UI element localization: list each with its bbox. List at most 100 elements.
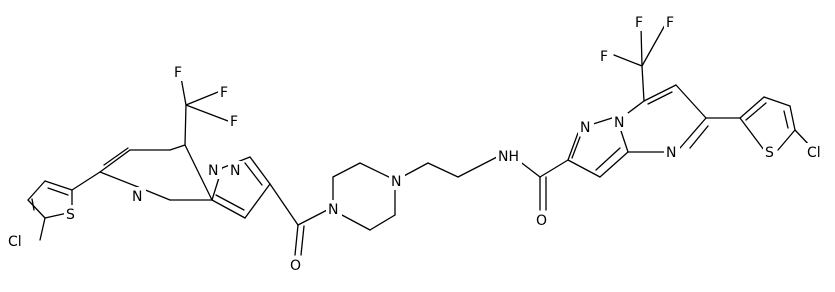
bond [169,144,186,151]
bond [539,159,569,178]
bond [339,213,371,231]
bond [619,127,629,153]
bond [185,104,229,122]
label-bg [598,47,612,65]
pyrimidine-nitrogen-right: N [666,145,676,161]
pyrazole-nitrogen-right: N [580,120,590,136]
bond [641,65,645,102]
label-bg [806,143,828,161]
bond [269,183,299,226]
label-bg [228,112,242,130]
bond [739,117,765,151]
piperazine-nitrogen-4: N [391,174,401,190]
bond [599,151,629,178]
bond [249,156,271,185]
chlorine-atom-left: Cl [8,234,22,250]
fluorine-atom: F [666,15,674,31]
ethyl-linker [401,156,498,178]
sulfur-atom-left: S [66,207,75,223]
label-bg [64,205,78,223]
right-pyrimidine-ring [627,84,709,153]
bond [47,187,69,196]
bond [215,194,245,211]
carbonyl-oxygen-left: O [290,258,301,274]
label-bg [664,13,678,31]
bond [679,117,707,149]
bond [745,102,767,121]
label-bg [130,187,146,205]
bond [401,162,429,178]
bond [103,147,129,166]
bond [777,129,796,151]
amide-oxygen-right: O [536,213,547,229]
bond [27,199,46,219]
right-pyrazole-ring [567,117,629,178]
bond [675,84,707,119]
bond [595,147,621,171]
bond [244,183,271,219]
bond [647,91,673,105]
bond [99,171,139,188]
piperazine-ring [332,162,396,231]
bond [332,162,361,178]
bond [71,171,101,191]
bond [789,105,796,131]
bond [99,149,131,173]
bond [184,104,187,146]
right-amide [513,156,569,211]
bond [244,162,263,186]
label-bg [534,211,550,229]
label-bg [633,13,647,31]
label-bg [8,232,30,250]
label-bg [288,256,304,274]
amide-nh: NH [498,149,519,165]
bond [427,162,459,178]
label-bg [228,161,244,179]
bond [739,96,765,119]
pyrimidine-nitrogen-left: N [132,189,142,205]
sulfur-atom-right: S [765,145,774,161]
bridgehead-nitrogen-right: N [614,115,624,131]
bond [44,180,73,191]
bond [39,217,46,241]
label-bg [218,83,232,101]
left-carbonyl [269,183,334,256]
bond [27,180,46,201]
label-bg [172,63,186,81]
bond [613,54,643,67]
left-chlorothiophene-ring [27,180,73,241]
bond [640,26,643,67]
right-chlorothiophene-ring [739,96,813,151]
label-bg [496,147,522,165]
fluorine-atom: F [174,65,182,81]
bond [211,199,246,219]
piperazine-nitrogen-1: N [328,202,338,218]
bond [763,96,791,107]
bond [627,100,645,114]
fluorine-atom: F [600,49,608,65]
bond [567,159,601,178]
bond [185,91,219,106]
bond [567,132,579,161]
bond [689,125,709,149]
fluorine-atom: F [220,85,228,101]
bond [783,110,789,129]
bond [457,156,498,178]
chlorine-atom-right: Cl [807,145,821,161]
bridgehead-nitrogen-left: N [208,163,218,179]
fluorine-atom: F [230,114,238,130]
bond [300,225,305,256]
label-bg [763,143,777,161]
label-bg [612,113,628,131]
pyrazole-nitrogen-left: N [230,163,240,179]
label-bg [326,200,342,218]
bond [294,224,299,256]
bond [184,144,213,201]
left-pyrimidine-ring [99,144,213,201]
right-trifluoromethyl [613,24,666,67]
bond [571,136,581,159]
label-bg [206,161,222,179]
bond [369,214,396,231]
fluorine-atom: F [635,15,643,31]
